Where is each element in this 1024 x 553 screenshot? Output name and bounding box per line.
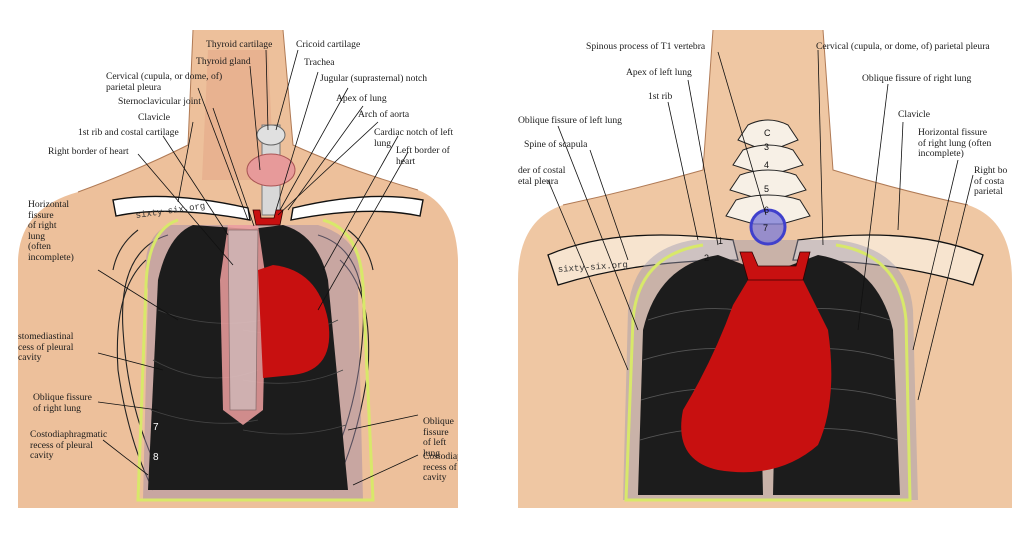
parietal-pleura-outline-posterior: [624, 243, 912, 502]
label-left-border-heart: Left border of heart: [396, 145, 450, 167]
label-oblique-fissure-right-posterior: Oblique fissure of right lung: [862, 73, 972, 84]
label-costal-pleura-border: der of costal etal pleura: [518, 165, 566, 187]
label-sternoclavicular-joint: Sternoclavicular joint: [118, 96, 201, 107]
label-cricoid-cartilage: Cricoid cartilage: [296, 39, 361, 50]
rib-label-2: 2: [704, 253, 709, 263]
thyroid-cartilage: [256, 124, 286, 146]
label-trachea: Trachea: [304, 57, 335, 68]
label-costodiaphragmatic-left-side: Costodiaphragmatic recess of pleural cav…: [423, 451, 458, 483]
heart-posterior: [681, 280, 832, 473]
watermark-back: sixty-six.org: [558, 260, 629, 275]
label-apex-left-lung: Apex of left lung: [626, 67, 692, 78]
label-apex-of-lung: Apex of lung: [336, 93, 387, 104]
vertebra-label-c: C: [764, 128, 771, 138]
label-thyroid-cartilage: Thyroid cartilage: [206, 39, 273, 50]
label-cervical-pleura-posterior: Cervical (cupula, or dome, of) parietal …: [816, 41, 990, 52]
vertebra-label-4: 4: [764, 160, 769, 170]
label-costodiaphragmatic-right-side: Costodiaphragmatic recess of pleural cav…: [30, 429, 108, 461]
label-1st-rib-costal-cartilage: 1st rib and costal cartilage: [78, 127, 179, 138]
label-horizontal-fissure: Horizontal fissure of right lung (often …: [28, 199, 74, 263]
label-arch-of-aorta: Arch of aorta: [358, 109, 410, 120]
heart: [258, 265, 330, 378]
anterior-thorax-illustration: sixty-six.org 7 8: [18, 30, 458, 508]
label-1st-rib: 1st rib: [648, 91, 673, 102]
vertebra-label-3: 3: [764, 142, 769, 152]
aorta-posterior: [739, 251, 811, 281]
rib-number-8: 8: [153, 452, 159, 463]
posterior-thorax-illustration: sixty-six.org C 3 4 5 6 7 1 2: [518, 30, 1012, 508]
vertebra-label-7: 7: [763, 223, 768, 233]
clavicle-left: [290, 195, 424, 221]
label-clavicle: Clavicle: [138, 112, 170, 123]
rib-label-1: 1: [718, 236, 723, 246]
label-oblique-fissure-left: Oblique fissure of left lung: [423, 416, 454, 459]
t1-marker: [749, 208, 787, 246]
label-right-border-costal-pleura: Right bo of costa parietal: [974, 165, 1008, 197]
label-spine-of-scapula: Spine of scapula: [524, 139, 588, 150]
label-oblique-fissure-left-posterior: Oblique fissure of left lung: [518, 115, 622, 126]
label-right-border-heart: Right border of heart: [48, 146, 129, 157]
label-clavicle-posterior: Clavicle: [898, 109, 930, 120]
label-cardiac-notch: Cardiac notch of left lung: [374, 127, 454, 149]
label-thyroid-gland: Thyroid gland: [196, 56, 251, 67]
label-cervical-pleura: Cervical (cupula, or dome, of) parietal …: [106, 71, 223, 93]
vertebra-label-6: 6: [764, 205, 769, 215]
label-oblique-fissure-right: Oblique fissure of right lung: [33, 392, 92, 414]
rib-number-7: 7: [153, 422, 159, 433]
label-horizontal-fissure-posterior: Horizontal fissure of right lung (often …: [918, 127, 992, 159]
clavicle-right: [112, 195, 251, 221]
parietal-pleura-outline: [136, 218, 375, 502]
vertebra-label-5: 5: [764, 184, 769, 194]
label-jugular-notch: Jugular (suprasternal) notch: [320, 73, 428, 84]
anterior-thorax-diagram: sixty-six.org 7 8 Thyroid: [18, 30, 458, 508]
label-spinous-process-t1: Spinous process of T1 vertebra: [586, 41, 706, 52]
label-retromediastinal-recess: stomediastinal cess of pleural cavity: [18, 331, 74, 363]
posterior-thorax-diagram: sixty-six.org C 3 4 5 6 7 1 2 Spinous p: [518, 30, 1012, 508]
